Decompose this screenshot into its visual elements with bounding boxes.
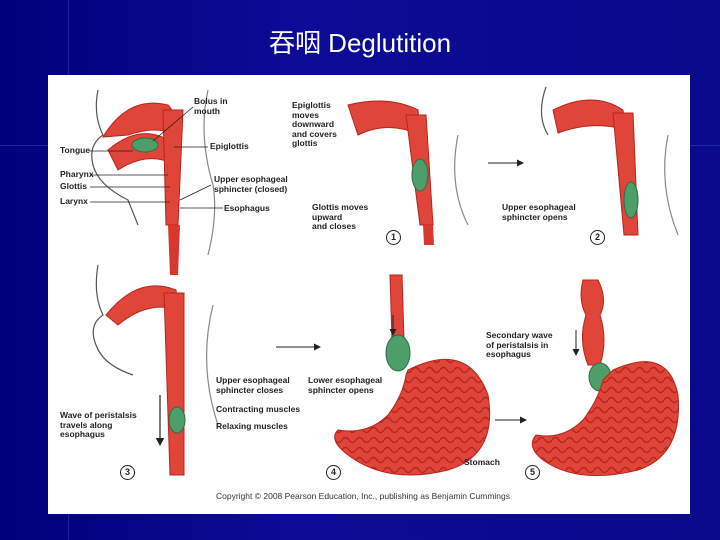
label-ues-closed: Upper esophageal sphincter (closed) xyxy=(214,175,288,194)
label-larynx: Larynx xyxy=(60,197,88,207)
deglutition-figure: Bolus in mouth Tongue Epiglottis Pharynx… xyxy=(48,75,690,514)
label-ues-opens: Upper esophageal sphincter opens xyxy=(502,203,576,222)
figure-drawing xyxy=(48,75,690,514)
head-illustration-step3 xyxy=(93,265,218,475)
step-number-3: 3 xyxy=(120,465,135,480)
copyright-notice: Copyright © 2008 Pearson Education, Inc.… xyxy=(216,491,510,501)
label-tongue: Tongue xyxy=(60,146,90,156)
label-glottis-moves: Glottis moves upward and closes xyxy=(312,203,368,232)
label-esophagus: Esophagus xyxy=(224,204,270,214)
label-glottis: Glottis xyxy=(60,182,87,192)
label-secondary-wave: Secondary wave of peristalsis in esophag… xyxy=(486,331,553,360)
label-contracting-muscles: Contracting muscles xyxy=(216,405,300,415)
label-ues-closes: Upper esophageal sphincter closes xyxy=(216,376,290,395)
label-epiglottis: Epiglottis xyxy=(210,142,249,152)
step-number-5: 5 xyxy=(525,465,540,480)
label-epiglottis-moves: Epiglottis moves downward and covers glo… xyxy=(292,101,337,149)
stomach-illustration-step5 xyxy=(532,280,678,476)
step-number-4: 4 xyxy=(326,465,341,480)
label-wave-of-peristalsis: Wave of peristalsis travels along esopha… xyxy=(60,411,137,440)
label-relaxing-muscles: Relaxing muscles xyxy=(216,422,288,432)
label-pharynx: Pharynx xyxy=(60,170,94,180)
label-les-opens: Lower esophageal sphincter opens xyxy=(308,376,382,395)
step-number-1: 1 xyxy=(386,230,401,245)
label-bolus-in-mouth: Bolus in mouth xyxy=(194,97,228,116)
label-stomach: Stomach xyxy=(464,458,500,468)
head-illustration-initial xyxy=(92,90,215,275)
slide-title: 吞咽 Deglutition xyxy=(0,26,720,60)
step-number-2: 2 xyxy=(590,230,605,245)
